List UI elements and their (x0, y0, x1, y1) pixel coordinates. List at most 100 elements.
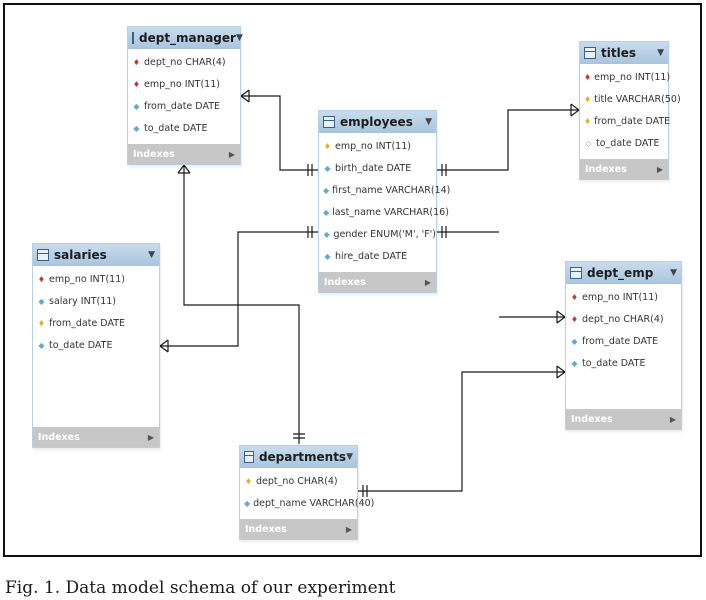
column-label: to_date DATE (596, 137, 660, 149)
column-diamond-icon: ◆ (323, 207, 330, 217)
column-row[interactable]: ♦emp_no INT(11) (580, 66, 671, 88)
column-label: to_date DATE (144, 122, 208, 134)
column-row[interactable]: ♦dept_no CHAR(4) (240, 470, 357, 492)
indexes-section[interactable]: Indexes ▶ (566, 409, 681, 429)
table-name: salaries (54, 248, 107, 262)
table-header[interactable]: employees ▼ (319, 111, 436, 133)
column-row[interactable]: ◆last_name VARCHAR(16) (319, 201, 449, 223)
expand-arrow-icon[interactable]: ▶ (656, 164, 663, 174)
column-row[interactable]: ◆to_date DATE (566, 352, 681, 374)
table-name: dept_manager (139, 31, 236, 45)
column-row[interactable]: ♦emp_no INT(11) (319, 135, 436, 157)
table-icon (244, 451, 254, 463)
column-row[interactable]: ♦dept_no CHAR(4) (128, 51, 240, 73)
column-row[interactable]: ◆from_date DATE (566, 330, 681, 352)
column-row[interactable]: ◆birth_date DATE (319, 157, 436, 179)
table-icon (570, 267, 582, 279)
indexes-section[interactable]: Indexes ▶ (580, 159, 668, 179)
primary-key-icon: ♦ (37, 274, 46, 284)
many-marker-dept-manager-bottom (177, 164, 191, 174)
table-titles[interactable]: titles ▼ ♦emp_no INT(11) ♦title VARCHAR(… (579, 41, 681, 180)
column-row[interactable]: ♦emp_no INT(11) (566, 286, 681, 308)
column-diamond-icon: ◆ (38, 340, 45, 350)
column-row[interactable]: ◆salary INT(11) (33, 290, 159, 312)
key-icon: ♦ (584, 94, 592, 104)
column-label: salary INT(11) (49, 295, 116, 307)
column-label: emp_no INT(11) (49, 273, 125, 285)
table-dept-manager[interactable]: dept_manager ▼ ♦dept_no CHAR(4) ♦emp_no … (127, 26, 243, 165)
column-row[interactable]: ♦from_date DATE (580, 110, 671, 132)
column-label: from_date DATE (594, 115, 671, 127)
link-employees-titles (437, 109, 579, 171)
chevron-down-icon[interactable]: ▼ (425, 117, 432, 127)
indexes-section[interactable]: Indexes▶ (33, 427, 159, 447)
indexes-section[interactable]: Indexes ▶ (128, 144, 240, 164)
column-label: from_date DATE (582, 335, 659, 347)
table-header[interactable]: dept_emp ▼ (566, 262, 681, 284)
column-row[interactable]: ◆first_name VARCHAR(14) (319, 179, 450, 201)
table-header[interactable]: departments ▼ (240, 446, 357, 468)
column-row[interactable]: ♦emp_no INT(11) (33, 268, 159, 290)
table-header[interactable]: salaries ▼ (33, 244, 159, 266)
indexes-section[interactable]: Indexes▶ (319, 272, 436, 292)
table-name: employees (340, 115, 413, 129)
column-row[interactable]: ♦dept_no CHAR(4) (566, 308, 681, 330)
indexes-label: Indexes (133, 148, 175, 160)
column-label: dept_no CHAR(4) (144, 56, 226, 68)
column-row[interactable]: ◆ from_date DATE (128, 95, 240, 117)
chevron-down-icon[interactable]: ▼ (235, 33, 243, 43)
column-label: gender ENUM('M', 'F') (333, 228, 436, 240)
table-icon (132, 32, 134, 44)
column-row[interactable]: ◆ to_date DATE (33, 334, 159, 356)
expand-arrow-icon[interactable]: ▶ (424, 277, 431, 287)
column-diamond-icon: ◆ (133, 101, 140, 111)
column-row[interactable]: ◆gender ENUM('M', 'F') (319, 223, 436, 245)
column-label: birth_date DATE (335, 162, 412, 174)
link-dept-manager-employees (241, 95, 318, 171)
chevron-down-icon[interactable]: ▼ (670, 268, 677, 278)
column-label: from_date DATE (144, 100, 221, 112)
column-label: emp_no INT(11) (594, 71, 671, 83)
column-row[interactable]: ◆to_date DATE (128, 117, 240, 139)
expand-arrow-icon[interactable]: ▶ (345, 524, 352, 534)
table-dept-emp[interactable]: dept_emp ▼ ♦emp_no INT(11) ♦dept_no CHAR… (565, 261, 682, 430)
primary-key-icon: ♦ (570, 314, 579, 324)
figure-caption: Fig. 1. Data model schema of our experim… (5, 578, 396, 598)
column-row[interactable]: ♦from_date DATE (33, 312, 159, 334)
primary-key-icon: ♦ (132, 79, 141, 89)
column-diamond-icon: ◆ (323, 185, 330, 195)
link-employees-dept-emp (437, 231, 565, 318)
indexes-section[interactable]: Indexes▶ (240, 519, 357, 539)
column-label: to_date DATE (49, 339, 113, 351)
table-icon (323, 116, 335, 128)
key-icon: ♦ (323, 141, 332, 151)
column-label: title VARCHAR(50) (594, 93, 681, 105)
table-icon (584, 47, 596, 59)
column-row[interactable]: ◆dept_name VARCHAR(40) (240, 492, 374, 514)
table-salaries[interactable]: salaries ▼ ♦emp_no INT(11) ◆salary INT(1… (32, 243, 160, 448)
column-label: dept_no CHAR(4) (256, 475, 338, 487)
expand-arrow-icon[interactable]: ▶ (669, 414, 676, 424)
chevron-down-icon[interactable]: ▼ (346, 452, 353, 462)
indexes-label: Indexes (571, 413, 613, 425)
chevron-down-icon[interactable]: ▼ (148, 250, 155, 260)
table-header[interactable]: titles ▼ (580, 42, 668, 64)
table-header[interactable]: dept_manager ▼ (128, 27, 243, 49)
key-icon: ♦ (244, 476, 253, 486)
column-label: dept_name VARCHAR(40) (253, 497, 375, 509)
one-marker-departments-top (293, 433, 305, 439)
indexes-label: Indexes (585, 163, 627, 175)
column-row[interactable]: ♦title VARCHAR(50) (580, 88, 681, 110)
column-diamond-icon: ◆ (323, 229, 330, 239)
expand-arrow-icon[interactable]: ▶ (147, 432, 154, 442)
column-row[interactable]: ♦emp_no INT(11) (128, 73, 240, 95)
column-row[interactable]: ◆hire_date DATE (319, 245, 436, 267)
table-name: dept_emp (587, 266, 654, 280)
chevron-down-icon[interactable]: ▼ (657, 48, 664, 58)
table-departments[interactable]: departments ▼ ♦dept_no CHAR(4) ◆dept_nam… (239, 445, 374, 540)
table-employees[interactable]: employees ▼ ♦emp_no INT(11) ◆birth_date … (318, 110, 450, 293)
column-row[interactable]: ◇to_date DATE (580, 132, 668, 154)
many-marker-dept-manager (240, 89, 250, 103)
expand-arrow-icon[interactable]: ▶ (228, 149, 235, 159)
